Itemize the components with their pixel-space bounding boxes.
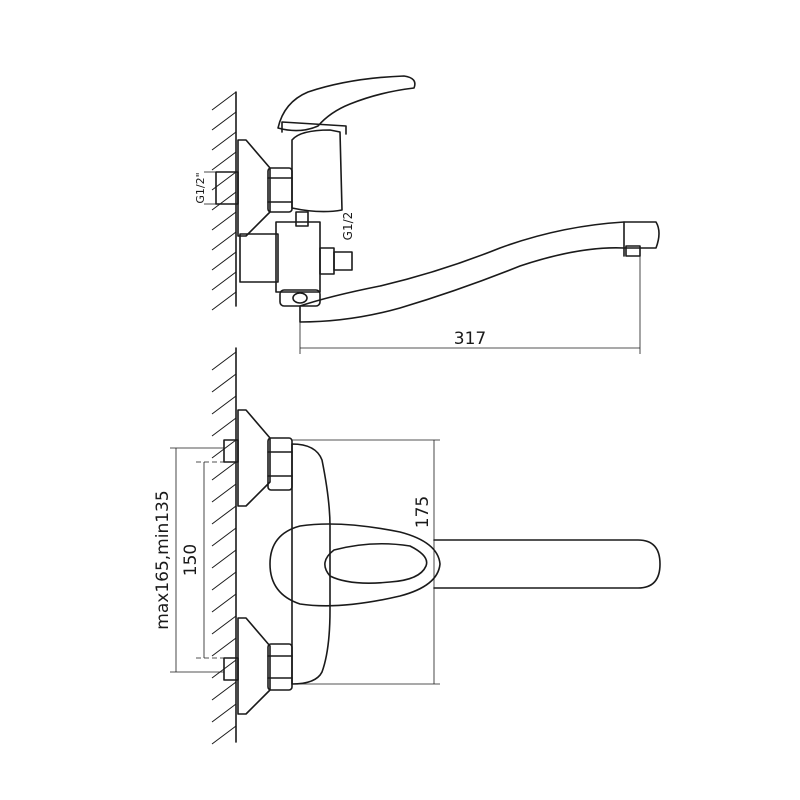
label-thread-side: G1/2 <box>341 212 355 241</box>
front-spout <box>433 539 661 589</box>
label-317: 317 <box>454 329 486 349</box>
dimension-outlet-height: 175 <box>292 439 440 685</box>
front-view: max165,min135 150 175 <box>153 347 661 745</box>
label-175: 175 <box>413 496 433 528</box>
side-spout <box>299 221 660 323</box>
side-view: 317 G1/2" G1/2 <box>194 75 660 354</box>
side-lower-body <box>239 211 321 307</box>
front-lower-connection <box>223 617 293 715</box>
front-body <box>291 443 331 685</box>
dimension-inlet-spacing: 150 <box>181 462 205 658</box>
side-escutcheon <box>237 139 271 237</box>
side-inlet-pipe <box>204 171 239 205</box>
front-lever-handle[interactable] <box>269 523 441 607</box>
front-wall <box>211 347 237 745</box>
label-eccentric-range: max165,min135 <box>153 490 173 629</box>
side-body <box>281 121 347 213</box>
dimension-spout-length: 317 <box>299 256 641 354</box>
dimension-eccentric-range: max165,min135 <box>153 447 224 673</box>
side-nut <box>267 167 293 213</box>
front-upper-connection <box>223 409 293 507</box>
label-thread-wall: G1/2" <box>194 172 207 203</box>
side-outlet <box>319 247 353 275</box>
label-150: 150 <box>181 544 201 576</box>
side-lever-handle[interactable] <box>277 75 416 132</box>
